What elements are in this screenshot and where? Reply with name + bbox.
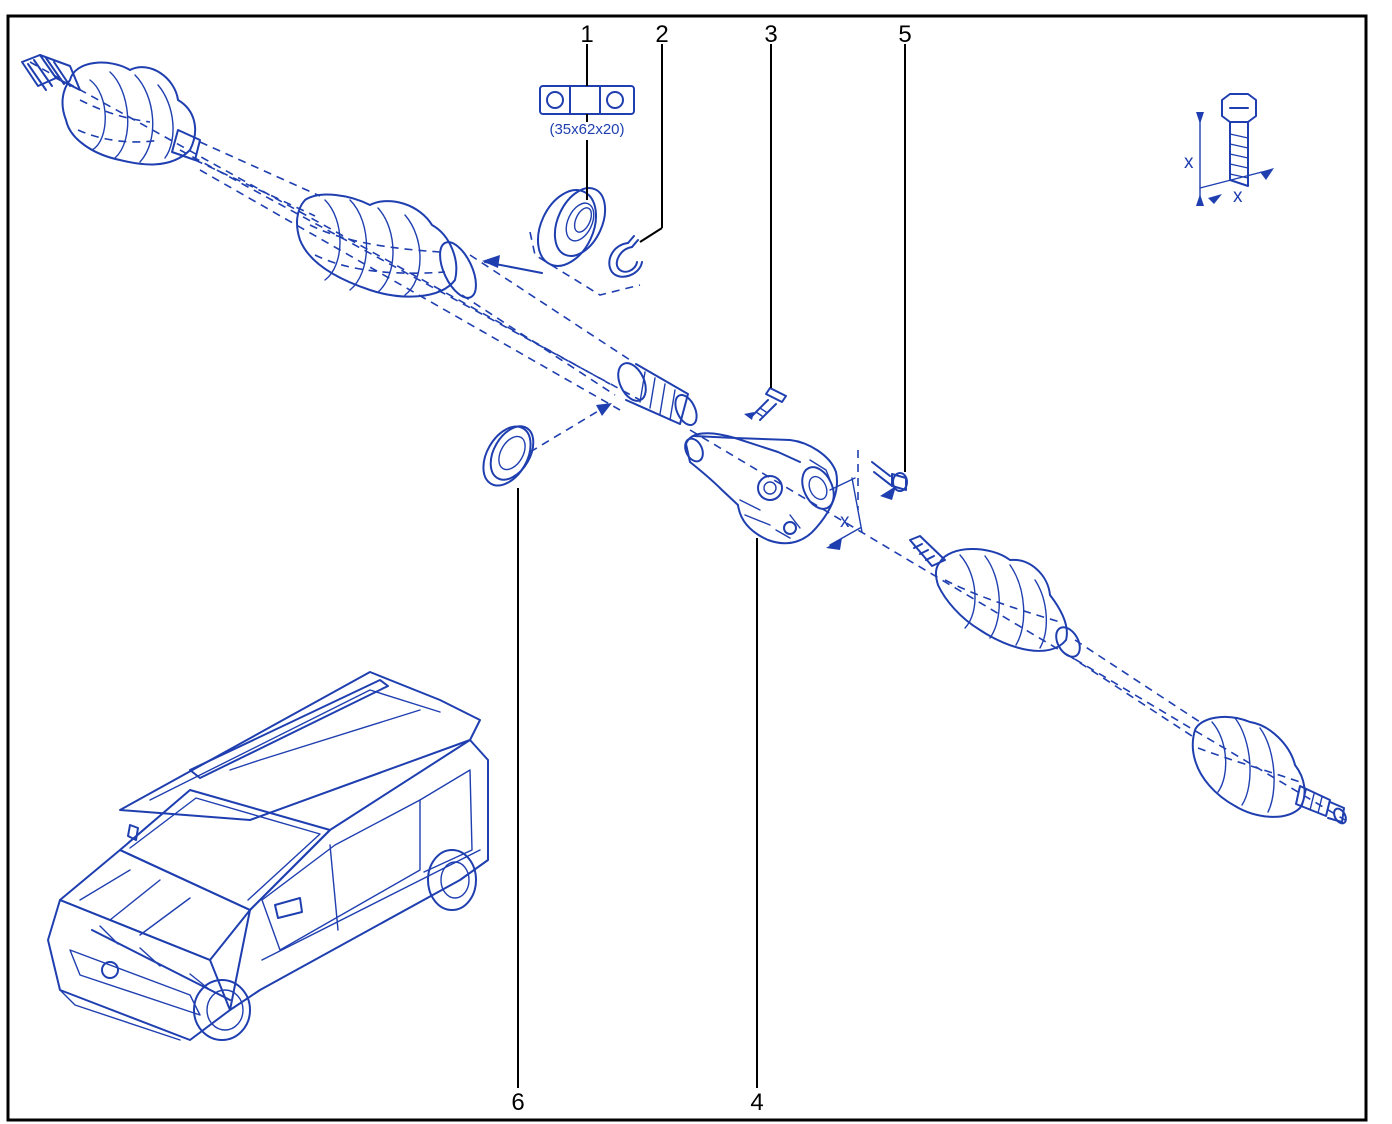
callout-1: 1 — [580, 21, 593, 48]
leader-lines — [517, 44, 906, 1088]
left-driveshaft — [21, 54, 698, 426]
bracket-dimension-label: x — [840, 511, 850, 532]
bearing-spec-label: (35x62x20) — [549, 121, 624, 138]
diagram-frame — [6, 14, 1368, 1122]
bracket-dimension: x — [826, 477, 896, 550]
right-outer-boot — [1191, 715, 1306, 818]
left-inner-boot — [296, 193, 477, 299]
bracket-part-4 — [684, 432, 838, 545]
bolt-part-3 — [744, 387, 787, 421]
right-driveshaft — [909, 535, 1347, 825]
screw-part-5 — [857, 450, 908, 510]
circlip-part-2 — [608, 235, 643, 278]
bolt-length-label: x — [1184, 152, 1194, 173]
callout-3: 3 — [764, 21, 777, 48]
left-inner-spline — [617, 362, 698, 426]
bolt-width-label: x — [1233, 186, 1243, 207]
bearing-ring — [536, 187, 607, 267]
callout-2: 2 — [655, 21, 668, 48]
bolt-dimension-icon: x x — [1184, 93, 1274, 207]
bearing-position-guide — [482, 231, 641, 296]
vehicle-locator-icon — [47, 671, 489, 1041]
callout-6: 6 — [511, 1089, 524, 1116]
callout-4: 4 — [750, 1089, 763, 1116]
seal-part-6 — [482, 403, 612, 487]
right-inner-boot — [934, 548, 1081, 658]
callout-5: 5 — [898, 21, 911, 48]
